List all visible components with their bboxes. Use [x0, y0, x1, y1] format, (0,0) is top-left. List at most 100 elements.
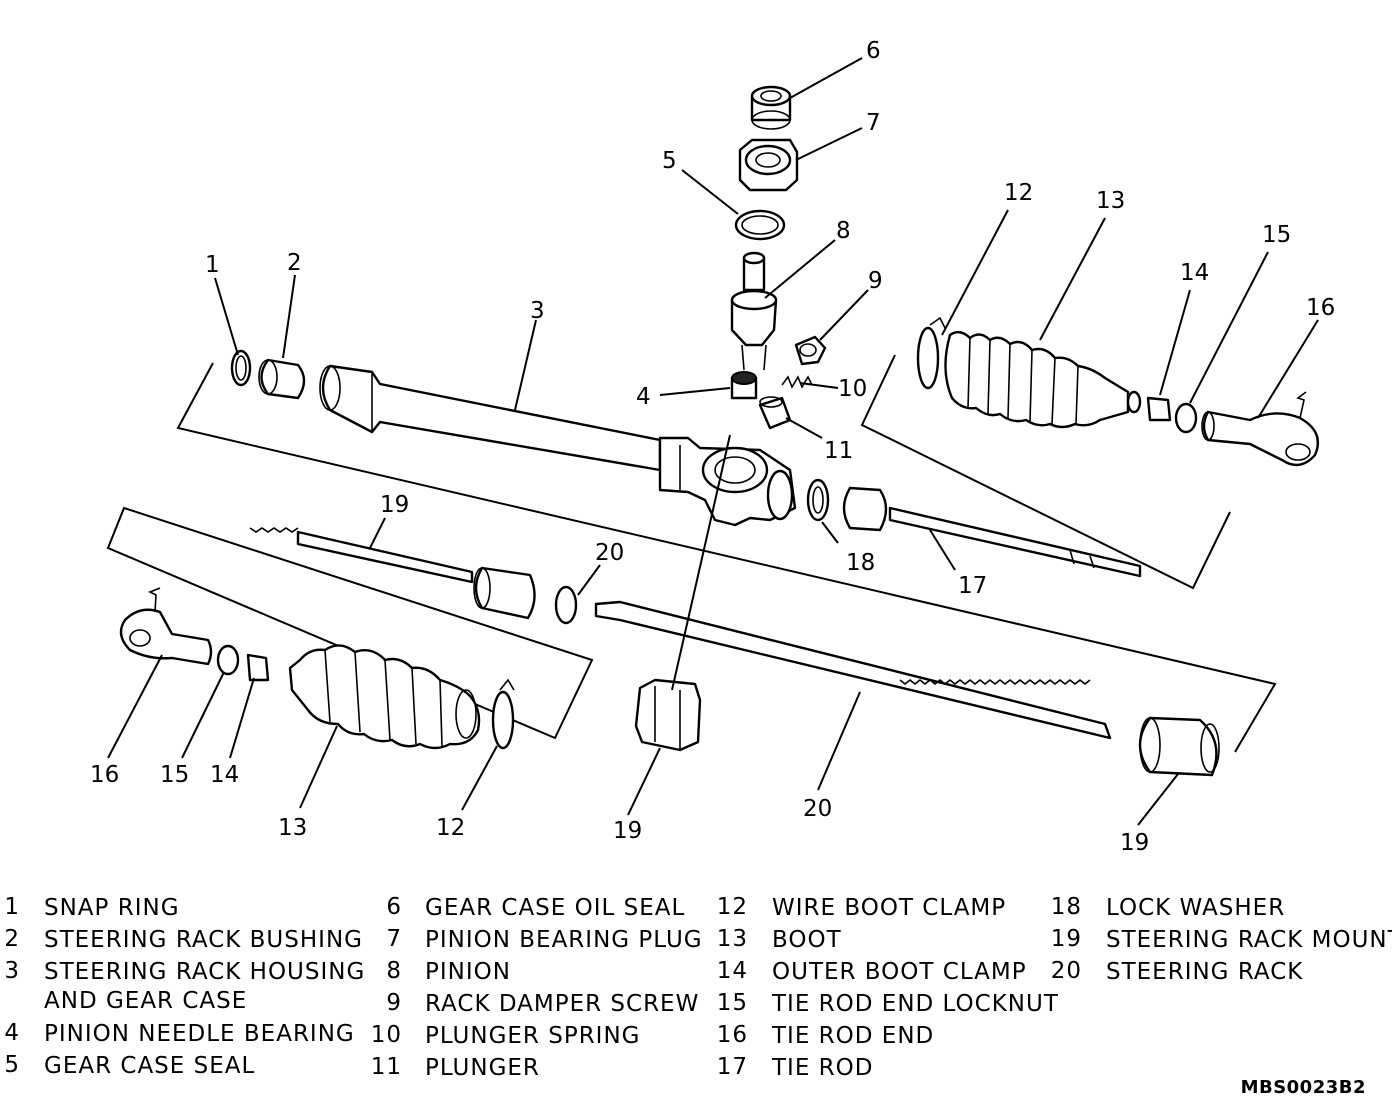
callout-18: 18 — [846, 550, 875, 576]
legend-text: PINION — [425, 959, 511, 985]
steering-rack-mount-19-center — [634, 678, 702, 752]
legend-num: 13 — [716, 926, 748, 952]
legend-text: OUTER BOOT CLAMP — [772, 959, 1027, 985]
pinion-needle-bearing-4 — [730, 371, 758, 400]
callout-12-right: 12 — [1004, 180, 1033, 206]
legend-item-18: 18 LOCK WASHER — [1042, 890, 1382, 922]
callout-7: 7 — [866, 110, 881, 136]
legend-item-16: 16 TIE ROD END — [712, 1018, 1042, 1050]
legend-text-line2: AND GEAR CASE — [44, 988, 248, 1014]
legend-num: 11 — [370, 1054, 402, 1080]
tie-rod-end-16-left — [119, 587, 213, 666]
exploded-view-diagram: 1 2 3 4 5 6 7 8 9 10 11 12 13 14 15 16 1… — [90, 38, 1335, 856]
callout-1: 1 — [205, 252, 220, 278]
tie-rod-end-locknut-15-left — [216, 644, 240, 676]
callout-8: 8 — [836, 218, 851, 244]
callout-19-upper: 19 — [380, 492, 409, 518]
rack-damper-screw-9 — [794, 335, 827, 366]
tie-rod-end-locknut-15-right — [1174, 402, 1198, 434]
legend-item-6: 6 GEAR CASE OIL SEAL — [370, 890, 710, 922]
pinion-8 — [730, 251, 778, 371]
legend-item-20: 20 STEERING RACK — [1042, 954, 1382, 986]
legend-item-12: 12 WIRE BOOT CLAMP — [712, 890, 1042, 922]
frame-right-top — [860, 354, 1231, 590]
legend-item-7: 7 PINION BEARING PLUG — [370, 922, 710, 954]
legend-num: 8 — [386, 958, 402, 984]
legend-text: GEAR CASE OIL SEAL — [425, 895, 686, 921]
gear-case — [658, 436, 797, 527]
steering-rack-housing-3 — [319, 364, 662, 472]
legend-num: 7 — [386, 926, 402, 952]
callout-20-lower: 20 — [803, 796, 832, 822]
legend-text: STEERING RACK BUSHING — [44, 927, 363, 953]
legend-item-11: 11 PLUNGER — [370, 1050, 710, 1082]
plunger-spring-10 — [781, 375, 813, 389]
callout-3: 3 — [530, 298, 545, 324]
legend-item-14: 14 OUTER BOOT CLAMP — [712, 954, 1042, 986]
legend-num: 4 — [4, 1020, 20, 1046]
boot-13-right — [944, 330, 1142, 429]
legend-item-13: 13 BOOT — [712, 922, 1042, 954]
legend-text: PINION BEARING PLUG — [425, 927, 703, 953]
callout-12-left: 12 — [436, 815, 465, 841]
legend-text: STEERING RACK HOUSING — [44, 959, 366, 985]
legend-column-4: 18 LOCK WASHER 19 STEERING RACK MOUNT 20… — [1042, 890, 1392, 986]
callout-15-left: 15 — [160, 762, 189, 788]
steering-rack-bushing-2 — [258, 358, 306, 400]
steering-rack-mount-19-right — [1138, 716, 1220, 777]
legend-text: SNAP RING — [44, 895, 180, 921]
lock-washer-18 — [806, 478, 830, 522]
legend-text: TIE ROD END LOCKNUT — [772, 991, 1059, 1017]
pinion-bearing-plug-7 — [738, 138, 799, 192]
callout-14-right: 14 — [1180, 260, 1209, 286]
legend-column-3: 12 WIRE BOOT CLAMP 13 BOOT 14 OUTER BOOT… — [712, 890, 1058, 1082]
legend-text: STEERING RACK — [1106, 959, 1304, 985]
legend-text: RACK DAMPER SCREW — [425, 991, 700, 1017]
legend-num: 12 — [716, 894, 748, 920]
legend-text: TIE ROD END — [772, 1023, 935, 1049]
outer-boot-clamp-14-left — [246, 653, 270, 682]
legend-column-2: 6 GEAR CASE OIL SEAL 7 PINION BEARING PL… — [370, 890, 710, 1082]
legend-text: WIRE BOOT CLAMP — [772, 895, 1007, 921]
legend-text: LOCK WASHER — [1106, 895, 1286, 921]
legend-num: 17 — [716, 1054, 748, 1080]
gear-case-seal-5-inner — [741, 215, 779, 235]
legend-item-3: 3 STEERING RACK HOUSING AND GEAR CASE — [0, 954, 364, 1016]
callout-14-left: 14 — [210, 762, 239, 788]
wire-boot-clamp-12-left — [491, 678, 515, 750]
callout-10: 10 — [838, 376, 867, 402]
legend-column-1: 1 SNAP RING 2 STEERING RACK BUSHING 3 ST… — [0, 890, 364, 1080]
callout-16-left: 16 — [90, 762, 119, 788]
callout-13-right: 13 — [1096, 188, 1125, 214]
callout-9: 9 — [868, 268, 883, 294]
figure-code: MBS0023B2 — [1240, 1077, 1366, 1098]
washer-20-left — [554, 585, 578, 625]
callout-13-left: 13 — [278, 815, 307, 841]
callout-15-right: 15 — [1262, 222, 1291, 248]
legend-num: 19 — [1050, 926, 1082, 952]
legend-text: PLUNGER SPRING — [425, 1023, 641, 1049]
legend-text: TIE ROD — [772, 1055, 874, 1081]
callout-19-center: 19 — [613, 818, 642, 844]
snap-ring-1-inner — [235, 355, 247, 381]
legend-num: 6 — [386, 894, 402, 920]
legend-item-17: 17 TIE ROD — [712, 1050, 1042, 1082]
legend-item-1: 1 SNAP RING — [0, 890, 360, 922]
outer-boot-clamp-14-right — [1146, 396, 1172, 422]
legend-num: 15 — [716, 990, 748, 1016]
callout-20-upper: 20 — [595, 540, 624, 566]
legend-text: PLUNGER — [425, 1055, 540, 1081]
legend-item-15: 15 TIE ROD END LOCKNUT — [712, 986, 1058, 1018]
callout-2: 2 — [287, 250, 302, 276]
legend-num: 18 — [1050, 894, 1082, 920]
legend-item-5: 5 GEAR CASE SEAL — [0, 1048, 360, 1080]
parts-legend: 1 SNAP RING 2 STEERING RACK BUSHING 3 ST… — [0, 890, 1392, 1104]
callout-4: 4 — [636, 384, 651, 410]
legend-item-8: 8 PINION — [370, 954, 710, 986]
legend-num: 10 — [370, 1022, 402, 1048]
wire-boot-clamp-12-right — [916, 316, 946, 390]
legend-text: STEERING RACK MOUNT — [1106, 927, 1392, 953]
legend-item-10: 10 PLUNGER SPRING — [370, 1018, 710, 1050]
callout-6: 6 — [866, 38, 881, 64]
left-inner-rod-19 — [249, 527, 536, 620]
